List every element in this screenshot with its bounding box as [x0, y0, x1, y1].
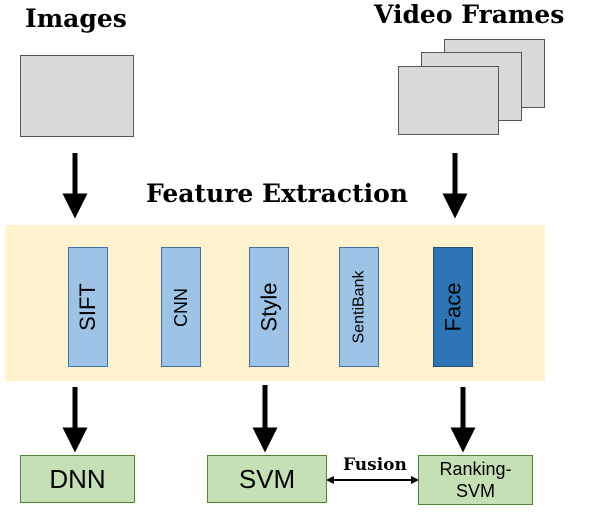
video-frame-front	[398, 66, 499, 135]
images-title: Images	[25, 4, 127, 33]
classifier-ranking-svm: Ranking- SVM	[418, 455, 533, 505]
feature-face: Face	[433, 247, 473, 367]
classifier-ranking-svm-line1: Ranking-	[439, 459, 512, 479]
video-frames-title: Video Frames	[374, 0, 565, 29]
classifier-dnn: DNN	[20, 455, 135, 503]
image-input	[20, 55, 134, 137]
classifier-ranking-svm-line2: SVM	[455, 481, 495, 501]
feature-cnn: CNN	[161, 247, 201, 367]
feature-style: Style	[249, 247, 289, 367]
feature-sentibank: SentiBank	[339, 247, 379, 367]
classifier-svm: SVM	[207, 455, 327, 503]
classifier-svm-label: SVM	[238, 463, 296, 494]
classifier-dnn-label: DNN	[49, 463, 106, 494]
feature-extraction-title: Feature Extraction	[146, 179, 408, 208]
feature-sift: SIFT	[68, 247, 108, 367]
fusion-label: Fusion	[343, 455, 407, 475]
